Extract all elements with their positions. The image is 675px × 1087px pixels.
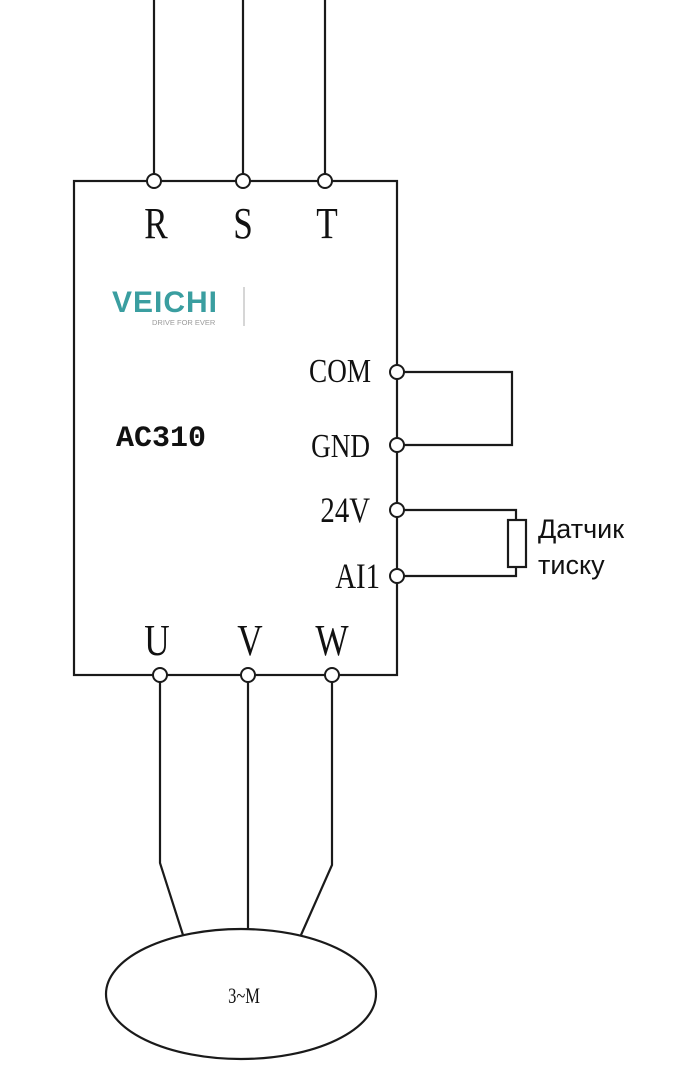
terminal-24v xyxy=(389,502,405,518)
terminal-w xyxy=(324,667,340,683)
terminal-ai1 xyxy=(389,568,405,584)
label-24v: 24V xyxy=(320,491,370,531)
label-u: U xyxy=(144,615,169,665)
sensor-label-line2: тиску xyxy=(538,550,605,580)
motor-symbol xyxy=(104,927,378,1061)
label-com: COM xyxy=(309,352,371,390)
terminal-s xyxy=(235,173,251,189)
terminal-v xyxy=(240,667,256,683)
com-gnd-jumper xyxy=(404,370,514,447)
label-gnd: GND xyxy=(311,427,370,465)
label-v: V xyxy=(237,615,263,665)
label-w: W xyxy=(315,615,349,665)
output-wire-w xyxy=(299,682,334,936)
terminal-gnd xyxy=(389,437,405,453)
terminal-r xyxy=(146,173,162,189)
device-model: AC310 xyxy=(116,422,206,456)
motor-label: 3~M xyxy=(228,985,260,1009)
label-t: T xyxy=(316,198,338,248)
brand-name: VEICHI xyxy=(112,286,218,319)
pressure-sensor-symbol xyxy=(506,518,528,569)
terminal-com xyxy=(389,364,405,380)
label-s: S xyxy=(233,198,253,248)
terminal-t xyxy=(317,173,333,189)
sensor-label-line1: Датчик xyxy=(538,514,624,544)
label-r: R xyxy=(144,198,168,248)
output-wire-u xyxy=(158,682,185,936)
brand-logo: VEICHI DRIVE FOR EVER xyxy=(112,286,245,327)
sensor-wire-ai1 xyxy=(404,567,518,578)
sensor-wire-24v xyxy=(404,508,518,520)
terminal-u xyxy=(152,667,168,683)
label-ai1: AI1 xyxy=(335,557,380,597)
brand-slogan: DRIVE FOR EVER xyxy=(152,318,216,327)
